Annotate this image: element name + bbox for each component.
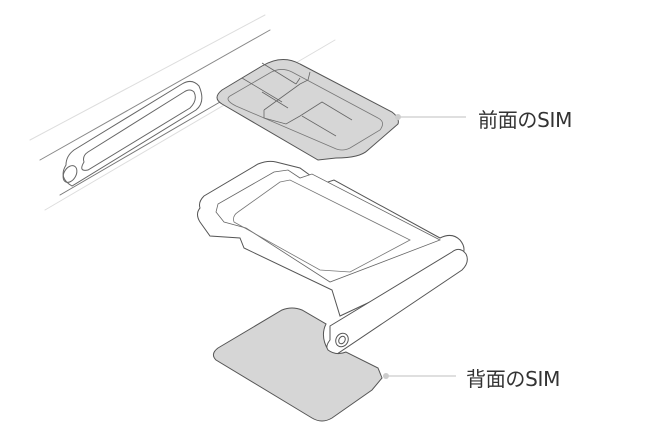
sim-slot: [62, 80, 203, 187]
back-sim-card: [212, 307, 383, 422]
sim-tray: [197, 160, 468, 357]
back-sim-label: 背面のSIM: [466, 367, 561, 391]
front-sim-label: 前面のSIM: [478, 108, 573, 132]
leader-lines: [383, 114, 466, 379]
phone-edge: [29, 14, 336, 211]
front-sim-card: [216, 59, 399, 161]
